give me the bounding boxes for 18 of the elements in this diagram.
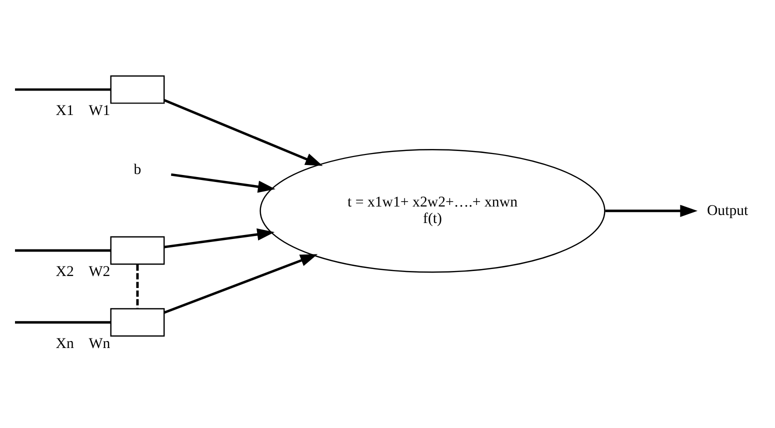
node-box [110, 75, 165, 104]
node-label: Xn Wn [56, 336, 110, 352]
connector [15, 88, 111, 91]
connector [15, 249, 111, 252]
node-box [110, 308, 165, 337]
connector [15, 321, 111, 324]
arrow [170, 173, 276, 193]
node-label: X1 W1 [56, 103, 110, 120]
node-box [110, 236, 165, 265]
connector [136, 264, 139, 308]
arrow [164, 98, 323, 166]
node-text: Output [706, 202, 748, 219]
node-ellipse: t = x1w1+ x2w2+….+ xnwn f(t) [260, 149, 606, 273]
arrow [164, 254, 318, 314]
arrow [605, 204, 698, 217]
node-label: X2 W2 [56, 264, 110, 280]
arrow [164, 228, 275, 248]
node-text: b [134, 162, 142, 178]
